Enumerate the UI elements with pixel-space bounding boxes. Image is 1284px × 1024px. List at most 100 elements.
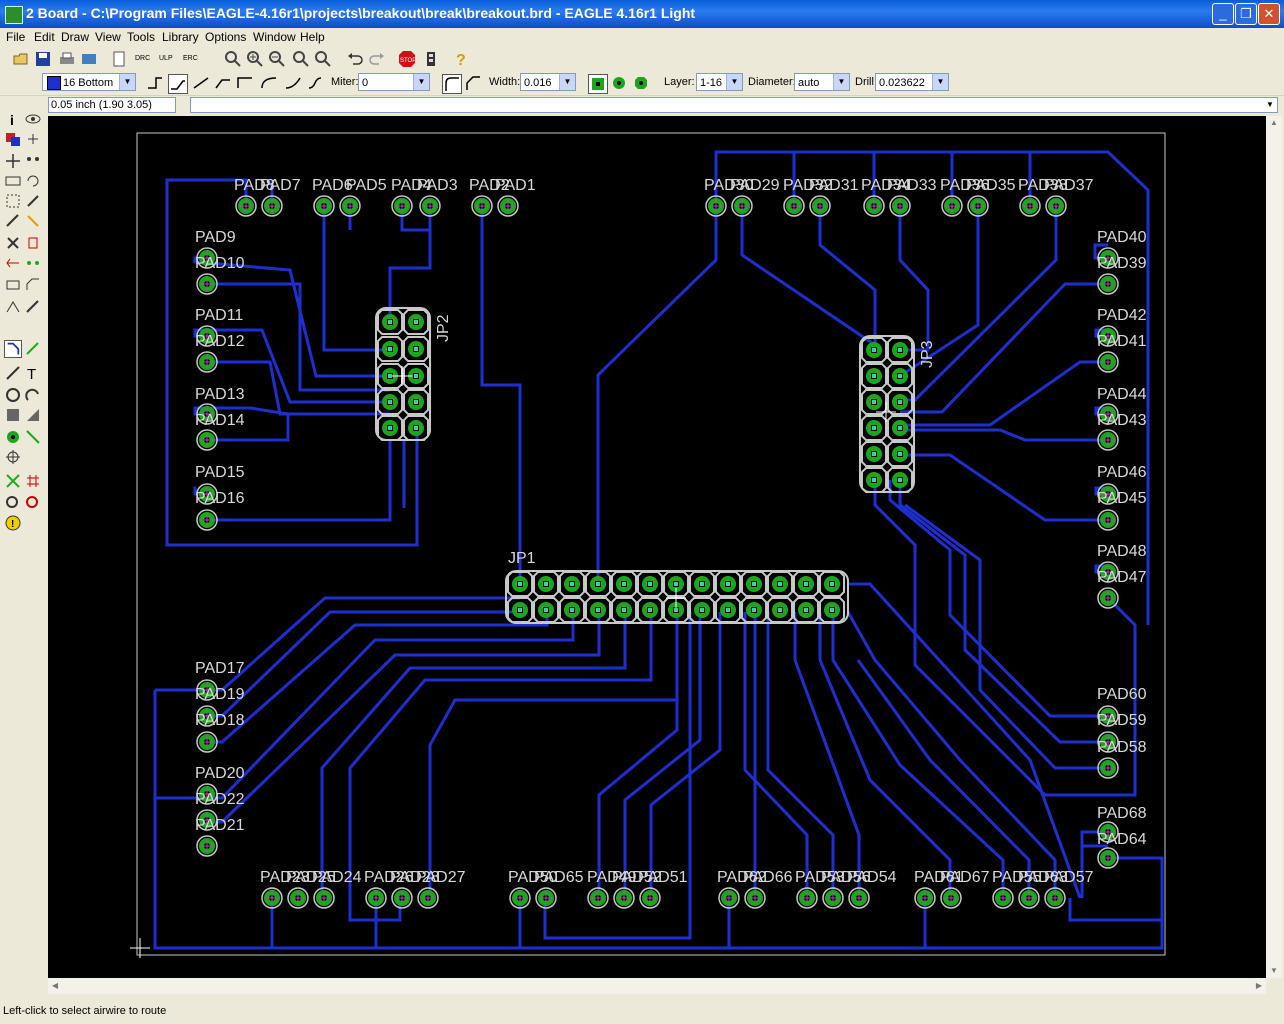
bend-style-7-icon[interactable] [284, 74, 302, 92]
ripup-icon[interactable] [24, 298, 42, 316]
pad[interactable] [744, 887, 766, 909]
jp1-pin[interactable] [637, 597, 663, 623]
jp3-pin[interactable] [887, 363, 913, 389]
pad[interactable] [822, 887, 844, 909]
menu-options[interactable]: Options [205, 30, 247, 44]
width-select[interactable]: 0.016 ▼ [520, 73, 576, 91]
open-icon[interactable] [12, 50, 30, 68]
pad[interactable] [365, 887, 387, 909]
script-icon[interactable] [110, 50, 128, 68]
replace-icon[interactable] [24, 254, 42, 272]
jp2-pin[interactable] [403, 363, 429, 389]
pad[interactable] [196, 705, 218, 727]
zoom-out-icon[interactable] [268, 50, 286, 68]
ulp-icon[interactable]: ULP [158, 50, 176, 68]
jp3-pin[interactable] [887, 389, 913, 415]
pad[interactable] [705, 195, 727, 217]
pad[interactable] [848, 887, 870, 909]
menu-window[interactable]: Window [253, 30, 296, 44]
jp3-pin[interactable] [887, 415, 913, 441]
pad[interactable] [471, 195, 493, 217]
pad[interactable] [419, 195, 441, 217]
rect-icon[interactable] [4, 406, 22, 424]
jp2-pin[interactable] [403, 389, 429, 415]
text-icon[interactable]: T [24, 364, 42, 383]
menu-view[interactable]: View [95, 30, 121, 44]
circle-icon[interactable] [4, 386, 22, 404]
jp2-pin[interactable] [403, 336, 429, 362]
pad[interactable] [783, 195, 805, 217]
wire-icon[interactable] [4, 364, 22, 382]
close-button[interactable]: ✕ [1258, 3, 1280, 25]
pad[interactable] [967, 195, 989, 217]
redo-icon[interactable] [368, 50, 386, 68]
pad[interactable] [1097, 429, 1119, 451]
pad[interactable] [613, 887, 635, 909]
pad[interactable] [1097, 483, 1119, 505]
drill-select[interactable]: 0.023622 ▼ [875, 73, 949, 91]
jp1-pin[interactable] [741, 597, 767, 623]
pad[interactable] [1044, 887, 1066, 909]
cam-icon[interactable] [80, 50, 98, 68]
command-line-input[interactable]: ▼ [190, 97, 1278, 113]
lock-icon[interactable] [4, 276, 22, 294]
pad[interactable] [196, 835, 218, 857]
via-octagon-icon[interactable] [632, 74, 650, 92]
jp1-pin[interactable] [767, 571, 793, 597]
pad[interactable] [1097, 561, 1119, 583]
zoom-select-icon[interactable] [314, 50, 332, 68]
change-icon[interactable] [24, 192, 42, 210]
jp3-pin[interactable] [861, 389, 887, 415]
jp1-pin[interactable] [585, 571, 611, 597]
pad[interactable] [914, 887, 936, 909]
pad[interactable] [1097, 847, 1119, 869]
jp1-pin[interactable] [533, 597, 559, 623]
pad[interactable] [313, 887, 335, 909]
save-icon[interactable] [34, 50, 52, 68]
pad[interactable] [196, 679, 218, 701]
pad[interactable] [1045, 195, 1067, 217]
pad[interactable] [417, 887, 439, 909]
pad[interactable] [287, 887, 309, 909]
pad[interactable] [1019, 195, 1041, 217]
pad[interactable] [587, 887, 609, 909]
menu-library[interactable]: Library [162, 30, 199, 44]
pad[interactable] [718, 887, 740, 909]
jp1-pin[interactable] [767, 597, 793, 623]
jp2-pin[interactable] [377, 389, 403, 415]
jp1-pin[interactable] [793, 597, 819, 623]
jp1-pin[interactable] [533, 571, 559, 597]
go-icon[interactable] [422, 50, 440, 68]
pad[interactable] [1097, 821, 1119, 843]
via-round-icon[interactable] [610, 74, 628, 92]
layer-select[interactable]: 16 Bottom ▼ [42, 73, 136, 91]
jp3-pin[interactable] [861, 337, 887, 363]
jp1-pin[interactable] [819, 597, 845, 623]
miter-straight-icon[interactable] [464, 74, 482, 92]
bend-style-5-icon[interactable] [236, 74, 254, 92]
jp3-pin[interactable] [861, 441, 887, 467]
pad[interactable] [731, 195, 753, 217]
vertical-scrollbar[interactable]: ▲ ▼ [1266, 116, 1282, 978]
add-icon[interactable] [24, 234, 42, 252]
pad[interactable] [1097, 273, 1119, 295]
pad[interactable] [196, 809, 218, 831]
pad[interactable] [1097, 351, 1119, 373]
drc-tool-icon[interactable] [4, 494, 22, 512]
pad[interactable] [1097, 247, 1119, 269]
miter-select[interactable]: 0 ▼ [358, 73, 430, 91]
copy-icon[interactable] [24, 152, 42, 170]
jp1-pin[interactable] [663, 571, 689, 597]
warning-icon[interactable]: ! [4, 514, 22, 532]
pad[interactable] [196, 351, 218, 373]
pad[interactable] [196, 403, 218, 425]
pad[interactable] [196, 783, 218, 805]
bend-style-2-icon[interactable] [168, 74, 188, 94]
jp3-pin[interactable] [861, 363, 887, 389]
pinswap-icon[interactable] [4, 254, 22, 272]
polygon-icon[interactable] [24, 406, 42, 424]
jp3-pin[interactable] [887, 467, 913, 493]
pad[interactable] [339, 195, 361, 217]
paste-icon[interactable] [4, 212, 22, 230]
scroll-right-icon[interactable]: ▶ [1255, 981, 1263, 990]
